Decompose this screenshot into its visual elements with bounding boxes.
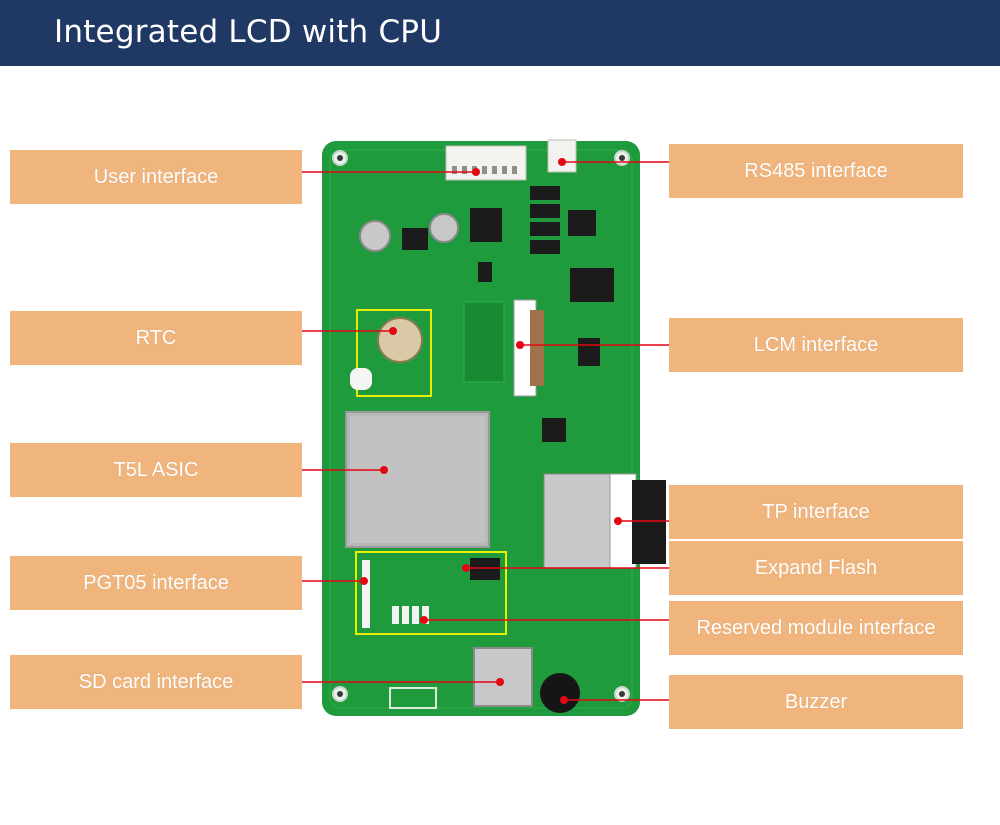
pointer-rs485 [558, 158, 669, 166]
page-title: Integrated LCD with CPU [54, 14, 443, 50]
pointer-user-interface [302, 168, 480, 176]
label-reserved-module-interface: Reserved module interface [669, 601, 963, 655]
buzzer-component [540, 673, 580, 713]
label-expand-flash: Expand Flash [669, 541, 963, 595]
label-user-interface: User interface [10, 150, 302, 204]
sd-card-slot [473, 647, 533, 707]
label-t5l-asic: T5L ASIC [10, 443, 302, 497]
expand-flash-chip [470, 558, 500, 580]
label-rs485-interface: RS485 interface [669, 144, 963, 198]
pointer-rtc [302, 327, 397, 335]
pointer-tp [614, 517, 669, 525]
label-sd-card-interface: SD card interface [10, 655, 302, 709]
pointer-sd-card [302, 678, 504, 686]
pointer-reserved-module [420, 616, 669, 624]
rs485-connector [547, 139, 577, 173]
pointer-t5l-asic [302, 466, 388, 474]
label-tp-interface: TP interface [669, 485, 963, 539]
rtc-highlight [356, 309, 432, 397]
label-pgt05-interface: PGT05 interface [10, 556, 302, 610]
label-buzzer: Buzzer [669, 675, 963, 729]
pgt05-highlight [355, 551, 507, 635]
pointer-buzzer [560, 696, 669, 704]
user-interface-connector [445, 145, 527, 181]
label-lcm-interface: LCM interface [669, 318, 963, 372]
header-bar: Integrated LCD with CPU [0, 0, 1000, 66]
pointer-expand-flash [462, 564, 669, 572]
label-rtc: RTC [10, 311, 302, 365]
pointer-pgt05 [302, 577, 368, 585]
pointer-lcm [516, 341, 669, 349]
rtc-battery [377, 317, 423, 363]
